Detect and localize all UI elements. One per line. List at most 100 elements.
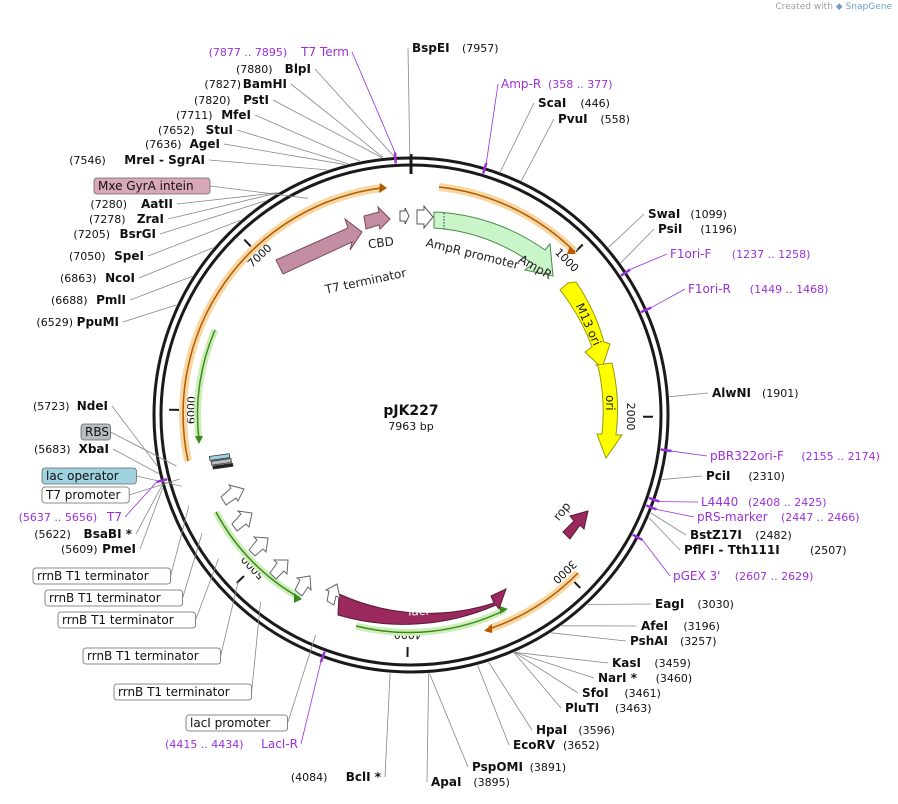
orf-arc-right-line	[488, 572, 579, 630]
enzyme-name: AgeI	[190, 137, 220, 151]
feature-name: RBS	[85, 425, 109, 439]
enzyme-site: PmeI (5609)	[61, 542, 136, 556]
enzyme-position: (7827)	[204, 78, 241, 91]
enzyme-site: SfoI(3461)	[582, 686, 661, 700]
enzyme-name: PmeI	[102, 542, 136, 556]
primer-site: pRS-marker(2447 .. 2466)	[645, 504, 860, 524]
enzyme-name: BlpI	[285, 62, 311, 76]
feature-name: rrnB T1 terminator	[62, 613, 174, 627]
enzyme-name: NarI *	[598, 671, 638, 685]
enzyme-position: (7205)	[73, 228, 110, 241]
enzyme-name: BsaBI *	[84, 527, 133, 541]
feature-name: lacI promoter	[190, 716, 270, 730]
primer-name: LacI-R	[261, 737, 298, 751]
enzyme-position: (3460)	[656, 672, 693, 685]
enzyme-name: BspEI	[412, 41, 450, 55]
outer-labels: BspEI(7957)ScaI(446)PvuI(558)SwaI(1099)P…	[19, 41, 880, 789]
enzyme-position: (7880)	[236, 63, 273, 76]
enzyme-position: (5622)	[34, 528, 71, 541]
enzyme-name: NdeI	[77, 399, 108, 413]
primer-marker	[481, 162, 488, 174]
enzyme-position: (3196)	[683, 620, 720, 633]
primer-range: (1237 .. 1258)	[732, 248, 811, 261]
enzyme-position: (3652)	[563, 739, 600, 752]
enzyme-site: AlwNI (1901)	[712, 386, 799, 400]
rrnb-term-arrow-3	[248, 536, 269, 557]
orf-arrow-head-2	[567, 246, 576, 254]
enzyme-position: (7711)	[176, 109, 213, 122]
primer-site: F1ori-R(1449 .. 1468)	[640, 282, 829, 314]
enzyme-name: PciI	[706, 469, 731, 483]
plasmid-size: 7963 bp	[388, 420, 433, 433]
enzyme-name: PpuMI	[77, 315, 119, 329]
enzyme-name: AlwNI	[712, 386, 751, 400]
enzyme-position: (3459)	[654, 657, 691, 670]
enzyme-name: SpeI	[114, 249, 144, 263]
enzyme-name: MreI - SgrAI	[124, 153, 205, 167]
feature-label-box: rrnB T1 terminator	[32, 567, 172, 585]
primer-range: (358 .. 377)	[548, 78, 613, 91]
enzyme-position: (7280)	[90, 198, 127, 211]
enzyme-name: BsrGI	[119, 227, 156, 241]
enzyme-position: (3030)	[697, 598, 734, 611]
primer-marker	[632, 533, 644, 542]
ruler-tick-label: 2000	[624, 403, 637, 431]
rop-label: rop	[550, 499, 573, 523]
enzyme-position: (3461)	[624, 687, 661, 700]
enzyme-site: KasI(3459)	[612, 656, 691, 670]
primer-name: pGEX 3'	[673, 569, 720, 583]
primer-range: (4415 .. 4434)	[165, 738, 244, 751]
feature-label-box: lacI promoter	[185, 714, 288, 732]
enzyme-site: AatII(7280)	[90, 197, 173, 211]
enzyme-site: ZraI(7278)	[89, 212, 164, 226]
primer-range: (2408 .. 2425)	[748, 496, 827, 509]
enzyme-site: NdeI(5723)	[33, 399, 108, 413]
primer-marker	[660, 448, 672, 453]
orf-arrow-head-6	[500, 606, 508, 614]
primer-marker	[620, 268, 631, 277]
enzyme-position: (6863)	[60, 272, 97, 285]
rop-arrow	[562, 510, 589, 540]
enzyme-name: PsiI	[658, 222, 682, 236]
enzyme-position: (7652)	[158, 124, 195, 137]
enzyme-site: EcoRV(3652)	[513, 738, 600, 752]
feature-name: Mxe GyrA intein	[98, 179, 194, 193]
primer-range: (1449 .. 1468)	[750, 283, 829, 296]
enzyme-position: (5609)	[61, 543, 98, 556]
enzyme-position: (2310)	[748, 470, 785, 483]
enzyme-name: PluTI	[565, 701, 599, 715]
enzyme-site: BspEI(7957)	[412, 41, 499, 55]
rrnb-term-arrow-2	[231, 510, 253, 532]
feature-name: rrnB T1 terminator	[87, 649, 199, 663]
enzyme-position: (1901)	[762, 387, 799, 400]
enzyme-name: PvuI	[558, 112, 588, 126]
primer-range: (2155 .. 2174)	[801, 450, 880, 463]
ruler-tick-1000	[574, 243, 584, 253]
enzyme-site: PpuMI(6529)	[36, 315, 119, 329]
cbd-label: CBD	[367, 234, 394, 251]
enzyme-position: (1099)	[690, 208, 727, 221]
feature-label-box: rrnB T1 terminator	[113, 683, 253, 701]
feature-name: rrnB T1 terminator	[49, 591, 161, 605]
feature-label-box: rrnB T1 terminator	[44, 589, 184, 607]
enzyme-name: NcoI	[105, 271, 135, 285]
feature-name: lac operator	[46, 469, 119, 483]
enzyme-site: BsrGI (7205)	[73, 227, 156, 241]
ruler-tick-7000	[243, 238, 252, 248]
enzyme-site: NarI * (3460)	[598, 671, 692, 685]
enzyme-site: PspOMI(3891)	[472, 760, 566, 774]
enzyme-site: PmlI(6688)	[51, 293, 126, 307]
enzyme-position: (3895)	[473, 776, 510, 789]
enzyme-site: BstZ17I(2482)	[690, 528, 792, 542]
feature-label-box: lac operator	[41, 467, 137, 485]
watermark-prefix: Created with	[775, 2, 833, 12]
primer-name: T7 Term	[300, 45, 349, 59]
enzyme-position: (3891)	[530, 761, 567, 774]
enzyme-site: PshAI(3257)	[630, 634, 717, 648]
primer-range: (7877 .. 7895)	[209, 46, 288, 59]
t7-terminator-label: T7 terminator	[323, 266, 408, 297]
enzyme-position: (4084)	[291, 771, 328, 784]
primer-range: (5637 .. 5656)	[19, 511, 98, 524]
enzyme-site: ScaI(446)	[538, 96, 610, 110]
feature-label-box: Mxe GyrA intein	[93, 177, 211, 195]
